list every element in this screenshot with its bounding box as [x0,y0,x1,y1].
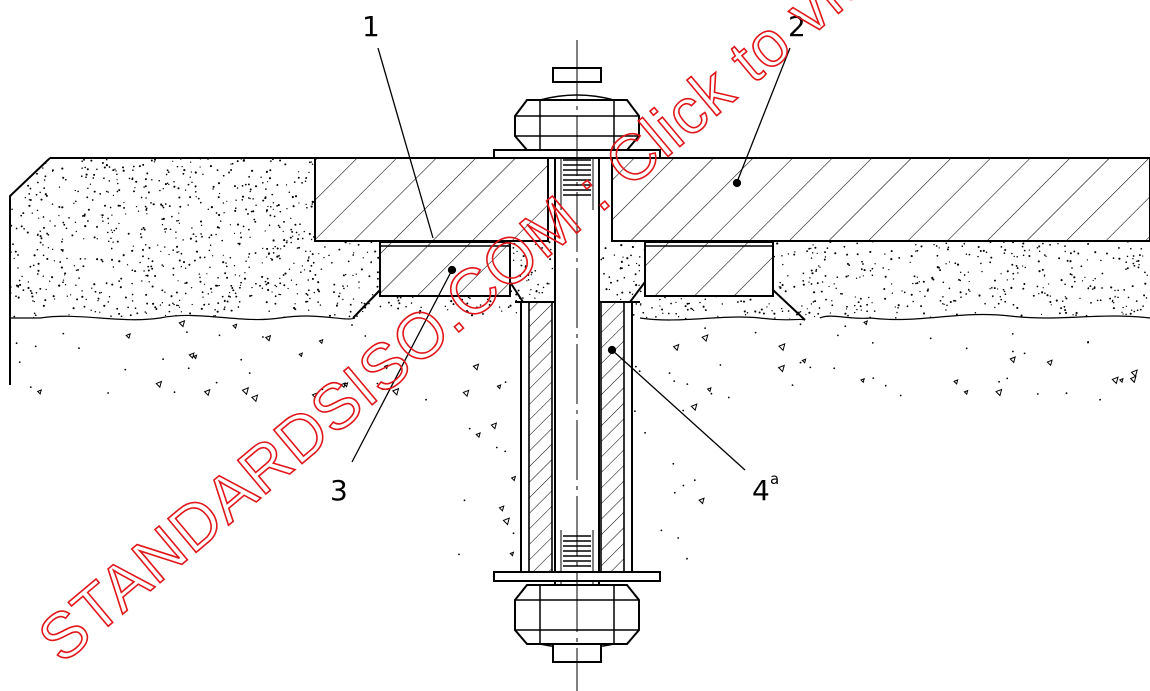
concrete-foundation [15,319,1138,560]
leader-lines [351,47,791,471]
callout-4: 4 [752,474,770,507]
anchor-sleeve [520,301,633,573]
callout-1: 1 [362,10,380,43]
grout-foundation-interface [10,313,1150,321]
base-plate [314,157,1150,242]
callout-3: 3 [330,474,348,507]
callout-4-footnote-mark: a [770,470,779,488]
callout-2: 2 [788,10,806,43]
shim-pads [352,241,806,321]
